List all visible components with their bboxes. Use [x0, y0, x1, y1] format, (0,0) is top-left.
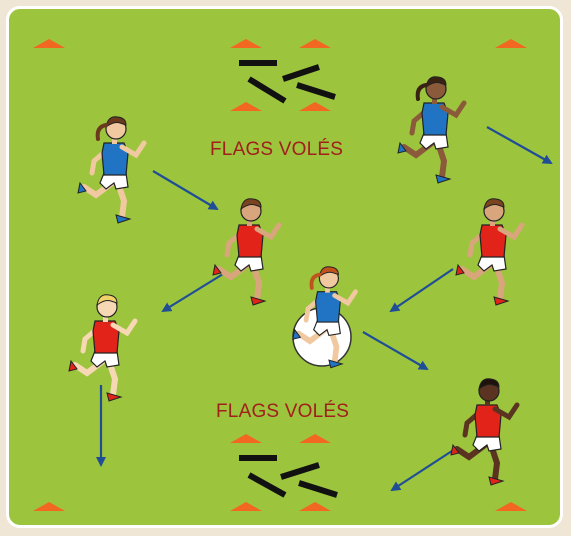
- cone-icon: [299, 434, 331, 443]
- cone-icon: [230, 502, 262, 511]
- zone-label-top: FLAGS VOLÉS: [210, 139, 344, 160]
- flag-icon: [296, 82, 336, 100]
- cone-icon: [33, 502, 65, 511]
- runner-icon: [68, 294, 138, 402]
- flags-top: [239, 60, 336, 104]
- flag-icon: [282, 64, 320, 82]
- runners: [68, 76, 525, 486]
- cone-icon: [495, 502, 527, 511]
- flag-icon: [298, 480, 338, 498]
- cone-icon: [495, 39, 527, 48]
- cone-icon: [230, 434, 262, 443]
- runner-icon: [450, 378, 520, 486]
- cone-icon: [299, 502, 331, 511]
- cone-icon: [299, 102, 331, 111]
- playing-field: FLAGS VOLÉS FLAGS VOLÉS: [6, 6, 563, 528]
- flag-icon: [247, 76, 287, 104]
- arrow-icon: [152, 170, 219, 211]
- flag-icon: [280, 462, 320, 480]
- movement-arrows: [96, 126, 553, 492]
- runner-icon: [77, 116, 147, 224]
- cone-icon: [33, 39, 65, 48]
- runner-icon: [292, 266, 358, 369]
- flags-bottom: [239, 455, 338, 498]
- cone-icon: [230, 39, 262, 48]
- cone-icon: [230, 102, 262, 111]
- arrow-icon: [390, 448, 456, 492]
- runner-icon: [397, 76, 467, 184]
- arrow-icon: [362, 331, 429, 371]
- arrow-icon: [161, 273, 224, 313]
- cones: [33, 39, 527, 511]
- zone-label-bottom: FLAGS VOLÉS: [216, 401, 350, 422]
- arrow-icon: [389, 268, 454, 313]
- arrow-icon: [486, 126, 553, 164]
- cone-icon: [299, 39, 331, 48]
- runner-icon: [212, 198, 282, 306]
- field-scene: [33, 39, 553, 511]
- runner-icon: [455, 198, 525, 306]
- flag-icon: [247, 472, 287, 498]
